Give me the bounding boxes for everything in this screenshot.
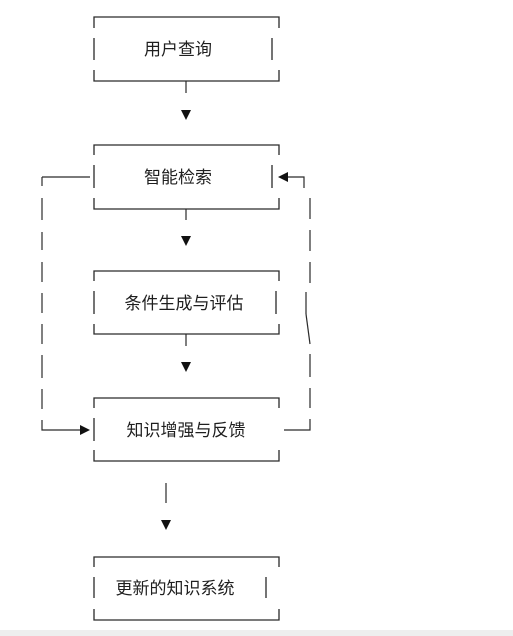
node-user-query: 用户查询 <box>93 16 280 82</box>
loop-left <box>41 176 90 435</box>
connector-3-4 <box>181 334 191 372</box>
bottom-divider <box>0 630 513 636</box>
node-label: 更新的知识系统 <box>116 579 235 599</box>
arrow-left-icon <box>278 172 288 182</box>
node-updated-system: 更新的知识系统 <box>93 556 280 621</box>
arrow-right-icon <box>80 425 90 435</box>
node-condition-eval: 条件生成与评估 <box>93 270 280 335</box>
node-label: 用户查询 <box>144 40 212 60</box>
arrow-down-icon <box>181 362 191 372</box>
connector-4-5 <box>161 483 171 530</box>
loop-right <box>278 172 311 431</box>
arrow-down-icon <box>181 236 191 246</box>
node-label: 智能检索 <box>144 168 212 188</box>
node-label: 知识增强与反馈 <box>127 421 246 441</box>
node-smart-search: 智能检索 <box>93 144 280 210</box>
node-label: 条件生成与评估 <box>125 294 244 314</box>
arrow-down-icon <box>181 110 191 120</box>
arrow-down-icon <box>161 520 171 530</box>
node-knowledge-enhance: 知识增强与反馈 <box>93 397 280 462</box>
connector-2-3 <box>181 209 191 246</box>
connector-1-2 <box>181 81 191 120</box>
